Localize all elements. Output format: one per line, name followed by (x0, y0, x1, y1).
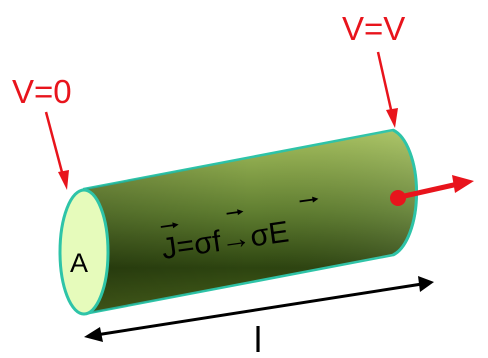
svg-text:J=σf→σE: J=σf→σE (160, 215, 291, 265)
equation-J: J (160, 231, 179, 266)
potential-right-label: V=V (342, 10, 405, 47)
length-label: l (254, 319, 262, 358)
vector-arrow-E (299, 196, 319, 203)
current-direction-arrow (390, 175, 474, 206)
potential-left-arrow (44, 111, 69, 190)
equation-sigma-2: σ (248, 218, 271, 253)
cylinder-end-face (58, 188, 110, 316)
equation-sigma-1: σ (192, 226, 215, 261)
area-label: A (70, 248, 88, 278)
vector-arrow-J (160, 222, 179, 229)
potential-right-arrow (376, 51, 398, 128)
equation-E: E (267, 215, 291, 250)
length-arrow (84, 276, 434, 342)
current-density-equation: J=σf→σE (160, 196, 319, 266)
equation-implies: → (218, 221, 252, 258)
equation-equals: = (175, 229, 197, 264)
cylinder (58, 128, 419, 316)
potential-left-label: V=0 (12, 73, 72, 110)
vector-arrow-f (226, 209, 244, 216)
